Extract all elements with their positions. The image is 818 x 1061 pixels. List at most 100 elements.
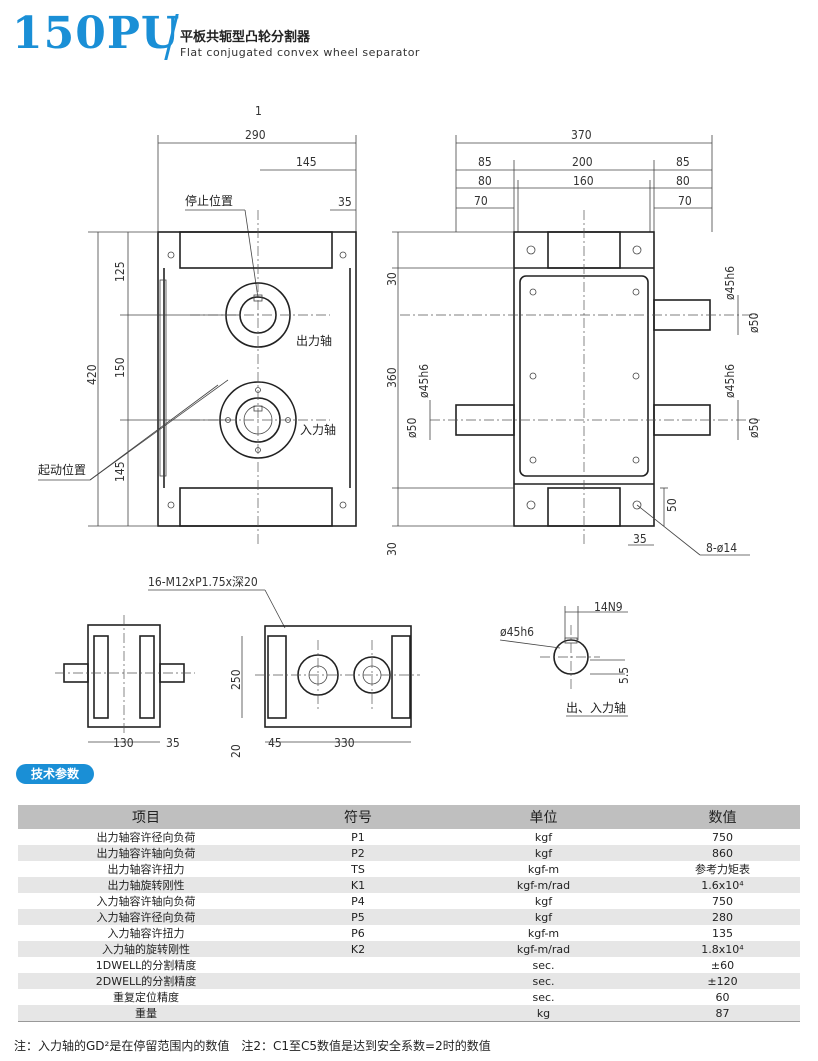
dim-30-bottom: 30	[385, 542, 399, 556]
cell-item: 入力轴容许径向负荷	[18, 909, 274, 925]
cell-unit: kgf	[442, 909, 645, 925]
cell-symbol: K2	[274, 941, 442, 957]
dim-370: 370	[571, 128, 592, 142]
table-row: 入力轴容许扭力 P6 kgf-m 135	[18, 925, 800, 941]
cell-value: 参考力矩表	[695, 863, 750, 876]
dim-330: 330	[334, 736, 355, 750]
dim-35: 35	[338, 195, 352, 209]
cell-item: 入力轴容许轴向负荷	[96, 895, 196, 908]
model-number: 150PU	[12, 8, 181, 59]
cell-value: 750	[712, 894, 733, 908]
cell-value: ±120	[645, 973, 800, 989]
cell-unit: kgf-m/rad	[442, 941, 645, 957]
dim-125: 125	[113, 261, 127, 282]
dim-35-bottom: 35	[166, 736, 180, 750]
header-symbol: 符号	[274, 805, 442, 829]
cell-symbol	[274, 957, 442, 973]
cell-item: 2DWELL的分割精度	[18, 973, 274, 989]
front-view: 1 290 145 35 停止位置 出力轴	[38, 104, 357, 545]
cell-symbol: P2	[274, 845, 442, 861]
cell-unit: kgf-m	[527, 926, 560, 940]
cell-value: 60	[715, 990, 730, 1004]
cell-item: 出力轴容许径向负荷	[96, 831, 196, 844]
dim-dia50-lower-right: ø50	[747, 418, 761, 438]
cell-value: 750	[712, 830, 733, 844]
side-view: 370 85 200 85 80 160 80 70 70	[385, 128, 761, 556]
top-view-right: 16-M12xP1.75x深20 250 20 45 330	[148, 575, 420, 758]
title-english: Flat conjugated convex wheel separator	[180, 46, 420, 59]
dim-160: 160	[573, 174, 594, 188]
table-header-row: 项目 符号 单位 数值	[18, 805, 800, 829]
dim-30-top: 30	[385, 272, 399, 286]
start-position-label: 起动位置	[38, 462, 86, 477]
cell-symbol: P1	[351, 830, 365, 844]
dim-85-left: 85	[478, 155, 492, 169]
cell-item: 出力轴旋转刚性	[18, 877, 274, 893]
dim-70-right: 70	[678, 194, 692, 208]
cell-symbol: P6	[351, 926, 365, 940]
dim-dia45-upper-right: ø45h6	[723, 266, 737, 300]
cell-value: 280	[645, 909, 800, 925]
output-shaft-label: 出力轴	[296, 333, 332, 348]
cell-value: ±60	[710, 958, 735, 972]
footnote: 注：入力轴的GD²是在停留范围内的数值 注2：C1至C5数值是达到安全系数=2时…	[14, 1039, 491, 1053]
cell-unit: kgf	[442, 845, 645, 861]
dim-150: 150	[113, 357, 127, 378]
cell-symbol: TS	[351, 862, 365, 876]
table-row: 出力轴容许径向负荷 P1 kgf 750	[18, 829, 800, 845]
dim-dia45-lower-right: ø45h6	[723, 364, 737, 398]
cell-unit: kgf	[534, 894, 553, 908]
input-shaft-label: 入力轴	[300, 422, 336, 437]
cell-unit: kgf-m/rad	[442, 877, 645, 893]
cell-item: 重量	[18, 1005, 274, 1022]
dim-145-top: 145	[296, 155, 317, 169]
dim-70-left: 70	[474, 194, 488, 208]
cell-symbol	[274, 1005, 442, 1022]
top-view-left: 130 35	[55, 615, 195, 750]
dim-130: 130	[113, 736, 134, 750]
cell-value: 1.8x10⁴	[645, 941, 800, 957]
cell-value: 87	[645, 1005, 800, 1022]
cell-symbol	[274, 989, 442, 1005]
header-value: 数值	[645, 805, 800, 829]
title-chinese: 平板共轭型凸轮分割器	[180, 30, 311, 45]
dim-80-left: 80	[478, 174, 492, 188]
technical-drawing: 1 290 145 35 停止位置 出力轴	[38, 104, 761, 758]
cell-unit: sec.	[532, 958, 555, 972]
keyway-label: 14N9	[594, 600, 623, 614]
header-unit: 单位	[442, 805, 645, 829]
dim-45: 45	[268, 736, 282, 750]
cell-unit: kgf-m	[527, 862, 560, 876]
cell-item: 入力轴的旋转刚性	[18, 941, 274, 957]
dim-dia45-left: ø45h6	[417, 364, 431, 398]
cell-symbol: P4	[351, 894, 365, 908]
view-number: 1	[255, 104, 262, 118]
tapped-holes-label: 16-M12xP1.75x深20	[148, 575, 258, 589]
dim-290: 290	[245, 128, 266, 142]
cell-unit: sec.	[532, 990, 555, 1004]
shaft-diameter-label: ø45h6	[500, 625, 534, 639]
cell-unit: kgf	[534, 830, 553, 844]
shaft-io-label: 出、入力轴	[566, 700, 626, 715]
cell-value: 135	[712, 926, 733, 940]
shaft-section-detail: 14N9 ø45h6 5.5 出、入力轴	[499, 600, 631, 717]
dim-360: 360	[385, 367, 399, 388]
dim-20: 20	[229, 744, 243, 758]
table-row: 入力轴容许轴向负荷 P4 kgf 750	[18, 893, 800, 909]
cell-unit: kg	[442, 1005, 645, 1022]
dim-dia50-left: ø50	[405, 418, 419, 438]
dim-85-right: 85	[676, 155, 690, 169]
cell-item: 入力轴容许扭力	[107, 927, 185, 940]
cell-value: 860	[645, 845, 800, 861]
dim-50: 50	[665, 498, 679, 512]
cell-symbol: K1	[274, 877, 442, 893]
dim-145-left: 145	[113, 461, 127, 482]
